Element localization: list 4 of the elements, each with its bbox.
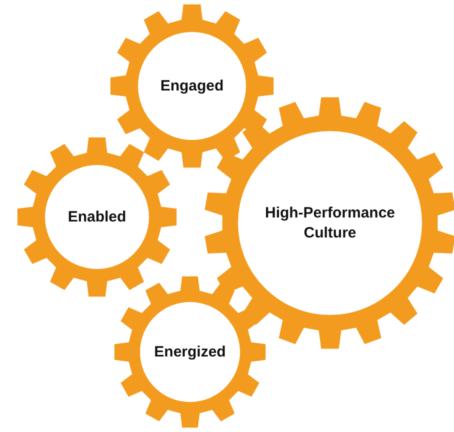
- gear-label: High-Performance Culture: [264, 204, 396, 242]
- gear-label: Engaged: [159, 76, 225, 96]
- gear-label: Energized: [153, 342, 227, 362]
- gear-label: Enabled: [66, 207, 128, 227]
